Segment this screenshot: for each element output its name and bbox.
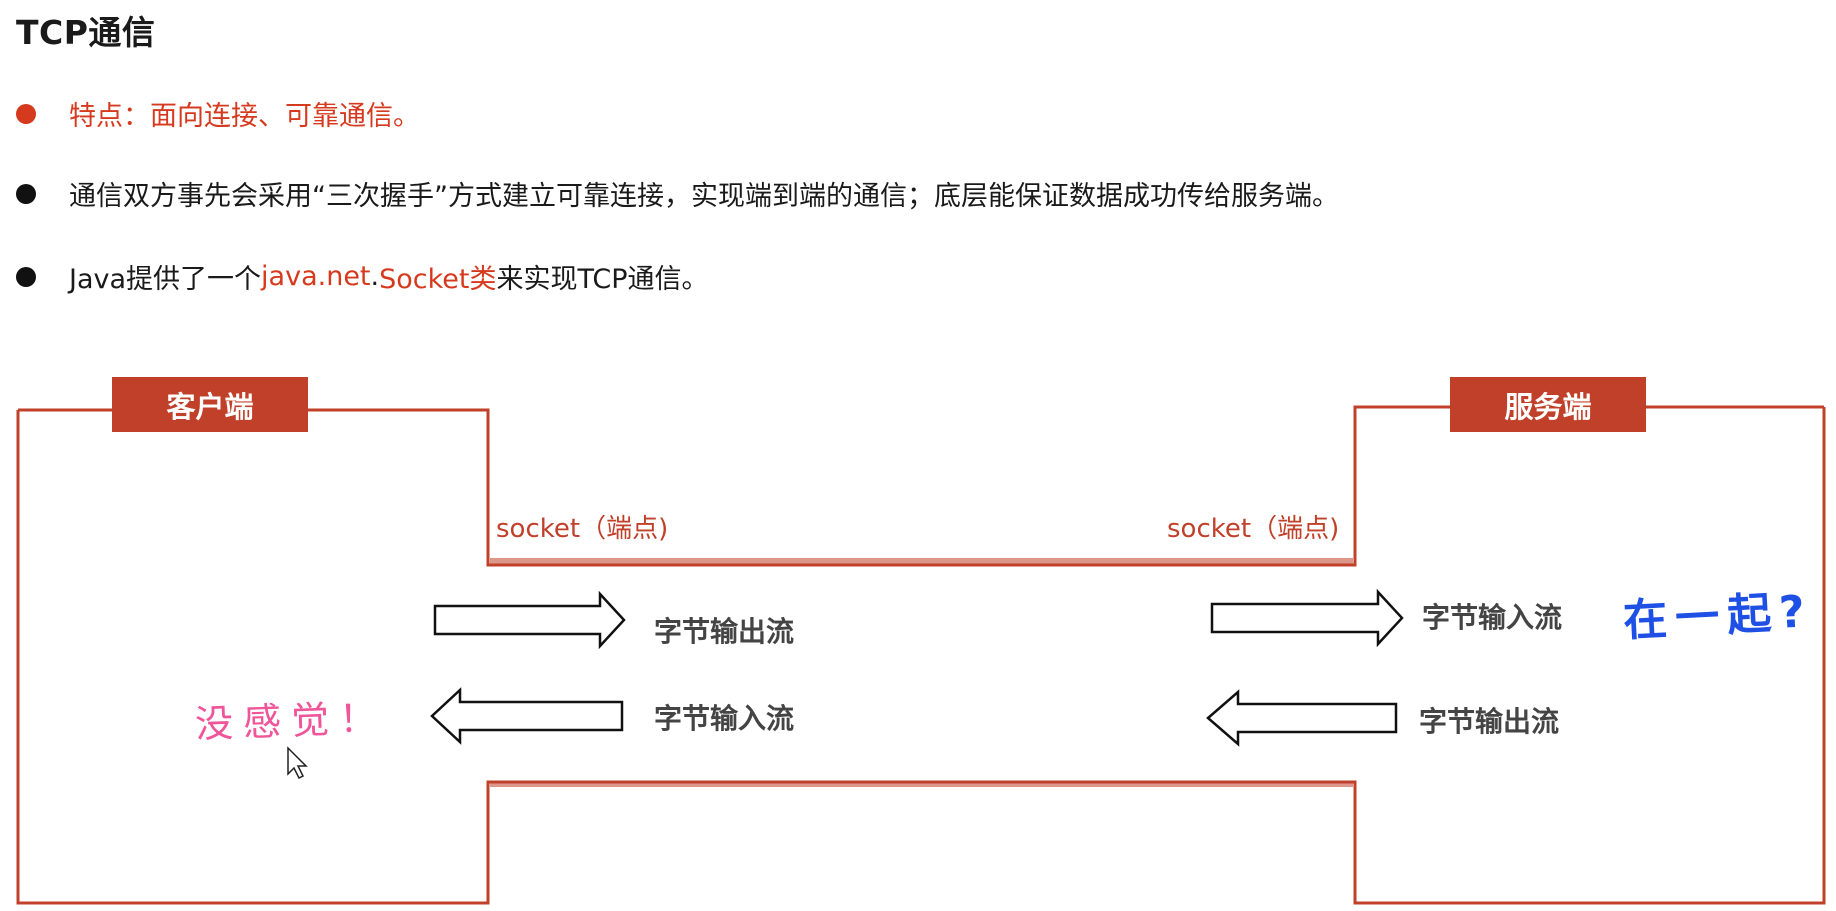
- client-socket-label: socket（端点): [496, 514, 669, 544]
- client-output-stream-label: 字节输出流: [654, 615, 795, 648]
- bullet-text: 通信双方事先会采用“三次握手”方式建立可靠连接，实现端到端的通信；底层能保证数据…: [69, 181, 1339, 212]
- bullet-dot-icon: [16, 103, 36, 124]
- server-output-arrow-icon: [1206, 689, 1398, 747]
- mouse-cursor-icon: [287, 746, 308, 780]
- bullet-feature: 特点：面向连接、可靠通信。: [16, 94, 420, 133]
- client-input-arrow-icon: [430, 687, 624, 745]
- frame-bottom-outline: [16, 407, 1826, 905]
- client-label: 客户端: [112, 377, 308, 432]
- client-input-stream-label: 字节输入流: [654, 702, 795, 735]
- package-name: java.net: [261, 261, 371, 292]
- page-title: TCP通信: [16, 13, 156, 52]
- package-dot: .: [370, 261, 380, 292]
- server-socket-label: socket（端点): [1167, 514, 1340, 544]
- class-name: Socket类: [379, 264, 497, 295]
- bullet-dot-icon: [16, 183, 36, 204]
- bullet-text: 特点：面向连接、可靠通信。: [69, 101, 420, 132]
- bullet-text-prefix: Java提供了一个: [69, 264, 262, 295]
- handwritten-note-left: 没感觉！: [194, 695, 388, 747]
- server-input-arrow-icon: [1210, 588, 1404, 648]
- server-output-stream-label: 字节输出流: [1419, 705, 1560, 738]
- handwritten-note-right: 在一起?: [1622, 586, 1814, 647]
- server-input-stream-label: 字节输入流: [1422, 601, 1563, 634]
- pipe-top-edge: [490, 558, 1353, 564]
- frame-top-outline: [18, 405, 1824, 567]
- server-label: 服务端: [1450, 377, 1646, 432]
- bullet-handshake: 通信双方事先会采用“三次握手”方式建立可靠连接，实现端到端的通信；底层能保证数据…: [16, 174, 1339, 213]
- client-output-arrow-icon: [433, 590, 626, 650]
- pipe-bottom-edge: [490, 781, 1353, 787]
- bullet-dot-icon: [16, 266, 36, 287]
- bullet-socket-class: Java提供了一个 java.net . Socket类 来实现TCP通信。: [16, 257, 709, 296]
- bullet-text-suffix: 来实现TCP通信。: [496, 264, 709, 295]
